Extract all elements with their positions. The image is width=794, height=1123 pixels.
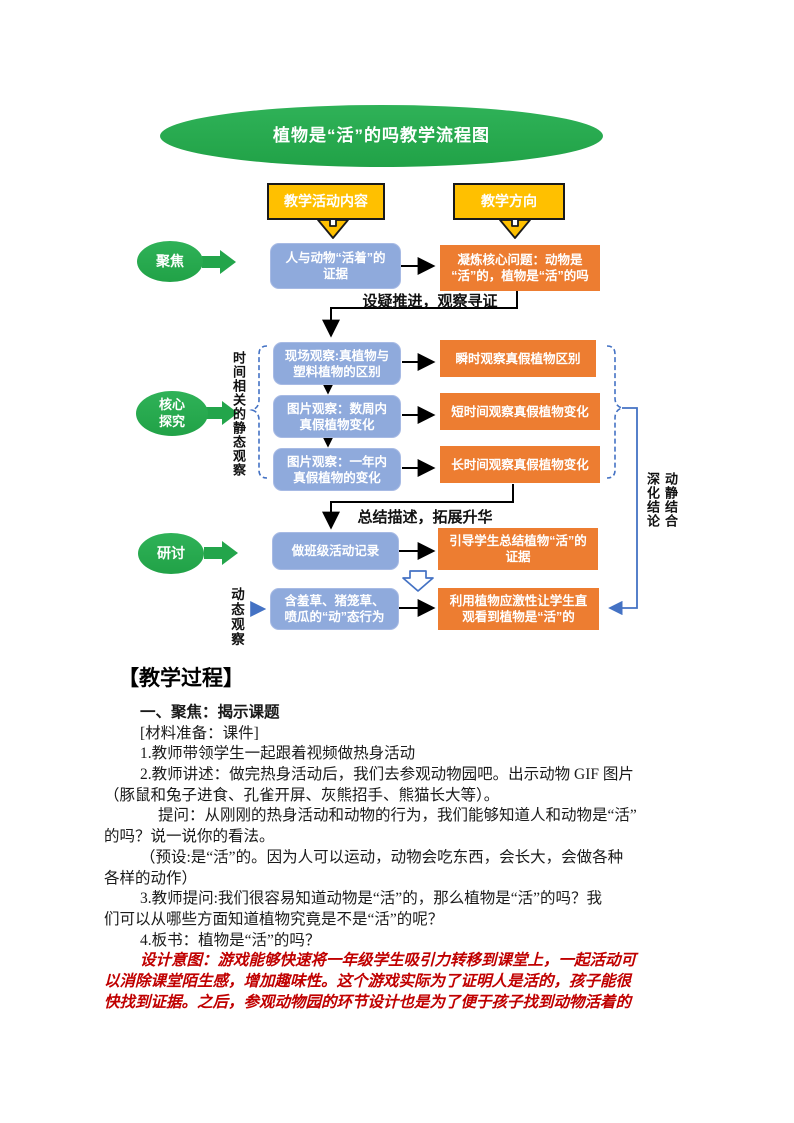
stage-core-inquiry: 核心 探究 — [136, 391, 208, 436]
doc-line: 一、聚焦：揭示课题 — [140, 704, 280, 721]
left-brace-icon — [249, 345, 268, 479]
feedback-connector — [608, 407, 638, 616]
flowchart-connectors — [202, 219, 638, 617]
doc-line: 们可以从哪些方面知道植物究竟是不是“活”的呢？ — [104, 910, 444, 928]
flow-box-guide-summary: 引导学生总结植物“活”的 证据 — [438, 528, 598, 570]
doc-line: [材料准备：课件] — [140, 724, 259, 742]
flow-box-dynamic-plants: 含羞草、猪笼草、 喷瓜的“动”态行为 — [270, 588, 399, 630]
flow-box-class-record: 做班级活动记录 — [272, 532, 399, 570]
header-box-direction: 教学方向 — [453, 183, 565, 220]
side-label-static-observation: 时间相关的静态观察 — [231, 351, 246, 477]
flow-box-evidence: 人与动物“活着”的 证据 — [270, 243, 401, 289]
side-label-combine: 动静结合 — [663, 472, 678, 528]
section-heading: 【教学过程】 — [118, 667, 244, 690]
flow-box-goal-instant: 瞬时观察真假植物区别 — [440, 340, 596, 377]
doc-line: 各样的动作） — [104, 869, 198, 887]
doc-line: 2.教师讲述：做完热身活动后，我们去参观动物园吧。出示动物 GIF 图片 — [140, 766, 634, 784]
flow-box-core-question: 凝炼核心问题：动物是 “活”的，植物是“活”的吗 — [440, 245, 600, 291]
hollow-down-arrow-icon — [402, 570, 434, 592]
flow-box-observe-weeks: 图片观察：数周内 真假植物变化 — [273, 395, 401, 438]
yellow-down-arrow-icon — [499, 219, 531, 239]
step-label-inquiry: 设疑推进，观察寻证 — [362, 293, 498, 310]
doc-line: 4.板书：植物是“活”的吗？ — [140, 931, 321, 949]
doc-line: （豚鼠和兔子进食、孔雀开屏、灰熊招手、熊猫长大等）。 — [104, 786, 500, 804]
header-box-activity: 教学活动内容 — [267, 183, 385, 220]
right-brace-icon — [606, 345, 625, 479]
flow-box-observe-year: 图片观察：一年内 真假植物的变化 — [273, 448, 401, 491]
flow-box-goal-long: 长时间观察真假植物变化 — [440, 446, 600, 483]
doc-line-design-intent: 快找到证据。之后，参观动物园的环节设计也是为了便于孩子找到动物活着的 — [104, 993, 632, 1011]
flow-box-plant-stimulus: 利用植物应激性让学生直 观看到植物是“活”的 — [438, 588, 599, 630]
side-label-dynamic-observation: 动态观察 — [229, 587, 244, 647]
doc-line-design-intent: 以消除课堂陌生感，增加趣味性。这个游戏实际为了证明人是活的，孩子能很 — [104, 972, 632, 990]
side-label-deepen: 深化结论 — [645, 472, 660, 528]
stage-discussion: 研讨 — [138, 533, 204, 574]
flow-box-observe-site: 现场观察:真植物与 塑料植物的区别 — [273, 342, 401, 385]
doc-line: 3.教师提问:我们很容易知道动物是“活”的，那么植物是“活”的吗？我 — [140, 890, 602, 908]
green-right-arrow-icon — [204, 401, 238, 425]
stage-focus: 聚焦 — [137, 241, 203, 282]
flowchart-title: 植物是“活”的吗教学流程图 — [160, 105, 603, 167]
green-right-arrow-icon — [202, 250, 236, 274]
doc-line: 1.教师带领学生一起跟着视频做热身活动 — [140, 745, 416, 763]
doc-line: 提问：从刚刚的热身活动和动物的行为，我们能够知道人和动物是“活” — [158, 807, 637, 825]
flow-arrow — [322, 291, 518, 338]
doc-line: 的吗？说一说你的看法。 — [104, 828, 275, 846]
yellow-down-arrow-icon — [317, 219, 349, 239]
teaching-flowchart: 植物是“活”的吗教学流程图 教学活动内容 教学方向 聚焦 核心 探究 研讨 人与… — [136, 105, 678, 647]
flow-arrow — [322, 484, 514, 530]
green-right-arrow-icon — [204, 541, 238, 565]
flow-box-goal-short: 短时间观察真假植物变化 — [440, 393, 600, 430]
doc-line-design-intent: 设计意图：游戏能够快速将一年级学生吸引力转移到课堂上，一起活动可 — [140, 952, 637, 970]
doc-line: （预设:是“活”的。因为人可以运动，动物会吃东西，会长大，会做各种 — [140, 848, 624, 866]
doc-body: 【教学过程】 一、聚焦：揭示课题 [材料准备：课件] 1.教师带领学生一起跟着视… — [104, 662, 776, 1013]
step-label-summary: 总结描述，拓展升华 — [357, 509, 493, 526]
